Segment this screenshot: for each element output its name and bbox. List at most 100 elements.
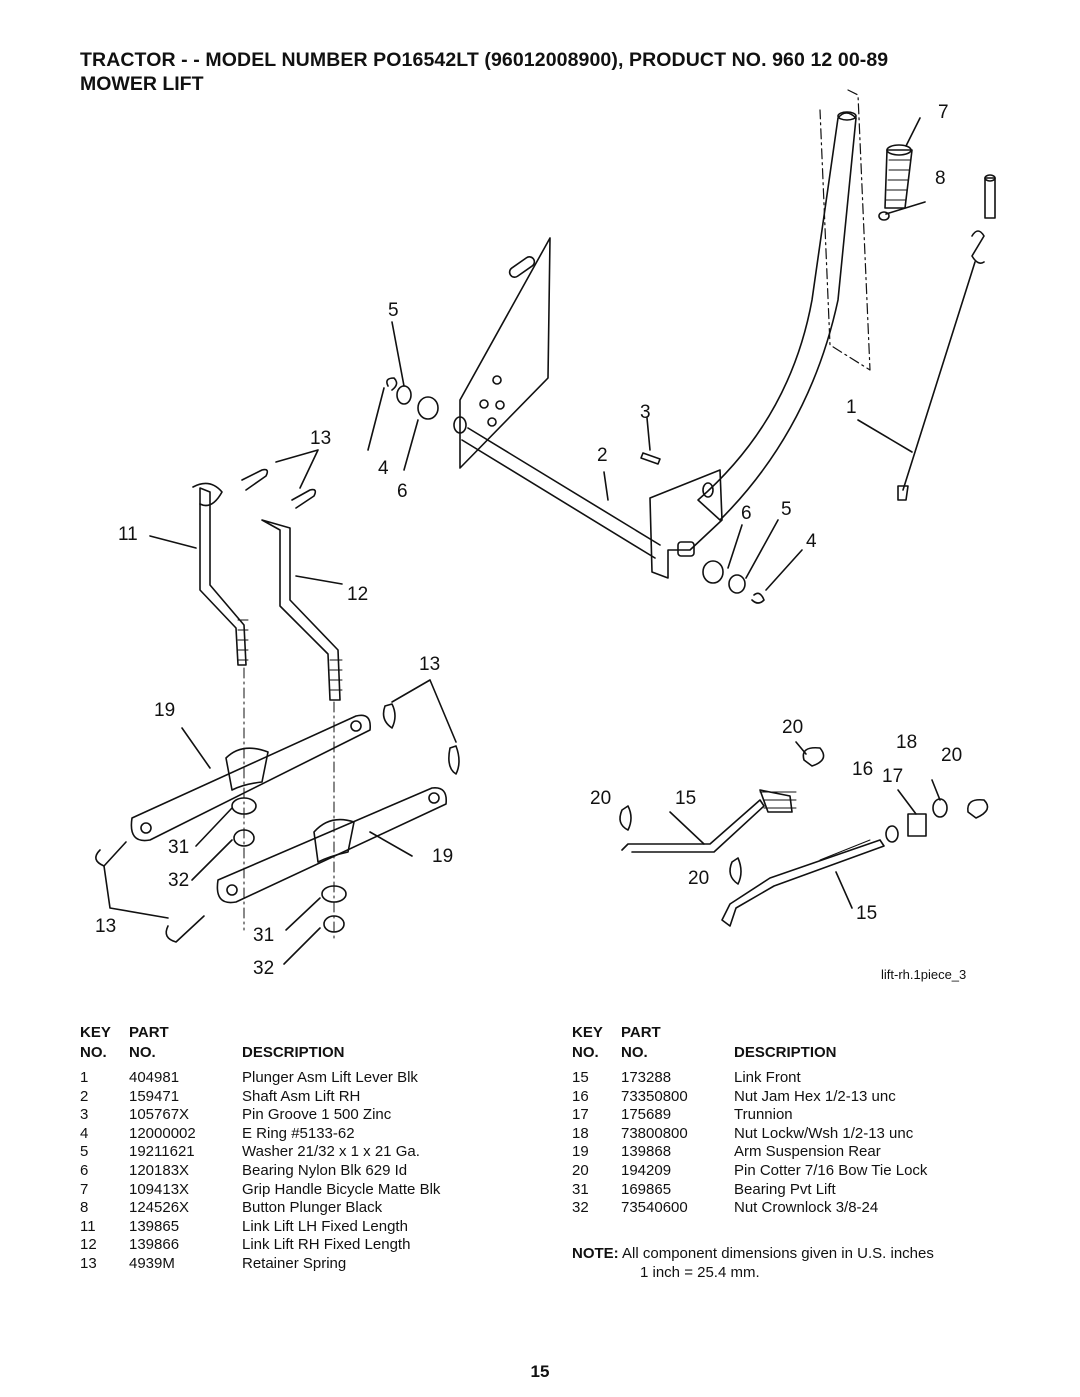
trunnion <box>907 813 927 837</box>
header-no: NO. <box>621 1044 648 1061</box>
part-no: 159471 <box>129 1087 180 1105</box>
part-no: 12000002 <box>129 1124 196 1142</box>
e-ring <box>386 377 398 391</box>
callout-6: 6 <box>397 481 408 502</box>
key-no: 6 <box>80 1161 89 1179</box>
callout-32: 32 <box>168 870 189 891</box>
description: Bearing Nylon Blk 629 Id <box>242 1161 408 1179</box>
header-key: KEY <box>572 1024 603 1041</box>
key-no: 19 <box>572 1143 589 1161</box>
part-no: 169865 <box>621 1180 672 1198</box>
callout-20: 20 <box>688 868 709 889</box>
key-no: 5 <box>80 1143 89 1161</box>
header-no: NO. <box>80 1044 107 1061</box>
plunger-asm <box>897 174 996 501</box>
table-header: KEY PART NO. NO. DESCRIPTION <box>572 1024 1012 1064</box>
key-no: 2 <box>80 1087 89 1105</box>
part-no: 124526X <box>129 1199 190 1217</box>
part-no: 105767X <box>129 1106 190 1124</box>
callout-5: 5 <box>388 300 399 321</box>
retainer-spring <box>241 468 269 491</box>
part-no: 73350800 <box>621 1087 688 1105</box>
note-label: NOTE: <box>572 1245 619 1262</box>
key-no: 4 <box>80 1124 89 1142</box>
part-no: 139866 <box>129 1236 180 1254</box>
description: Trunnion <box>734 1106 793 1124</box>
exploded-parts-diagram: 7 8 5 3 1 13 4 2 6 11 6 5 4 12 13 19 20 … <box>95 89 996 982</box>
mounting-plate <box>459 237 551 469</box>
description: Washer 21/32 x 1 x 21 Ga. <box>242 1143 420 1161</box>
callout-15: 15 <box>856 903 877 924</box>
bearing-pvt-lift <box>231 797 257 815</box>
callout-4: 4 <box>806 531 817 552</box>
table-row: 2 159471 Shaft Asm Lift RH <box>80 1088 520 1107</box>
callout-3: 3 <box>640 402 651 423</box>
callout-5: 5 <box>781 499 792 520</box>
key-no: 16 <box>572 1087 589 1105</box>
part-no: 73800800 <box>621 1124 688 1142</box>
header-description: DESCRIPTION <box>242 1044 345 1061</box>
groove-pin <box>640 452 661 465</box>
description: Retainer Spring <box>242 1254 347 1272</box>
description: Pin Cotter 7/16 Bow Tie Lock <box>734 1161 928 1179</box>
table-row: 6 120183X Bearing Nylon Blk 629 Id <box>80 1162 520 1181</box>
part-no: 120183X <box>129 1161 190 1179</box>
link-lift-rh <box>261 519 341 701</box>
dimension-note: NOTE: All component dimensions given in … <box>572 1245 934 1282</box>
lift-lever <box>697 112 857 521</box>
key-no: 31 <box>572 1180 589 1198</box>
link-front-lower <box>721 839 885 927</box>
table-header: KEY PART NO. NO. DESCRIPTION <box>80 1024 520 1064</box>
description: Grip Handle Bicycle Matte Blk <box>242 1180 441 1198</box>
callout-13: 13 <box>95 916 116 937</box>
key-no: 8 <box>80 1199 89 1217</box>
callout-11: 11 <box>118 524 138 545</box>
part-no: 109413X <box>129 1180 190 1198</box>
washer <box>396 385 412 405</box>
nylon-bearing <box>417 396 439 420</box>
key-no: 13 <box>80 1254 97 1272</box>
lever-bracket <box>649 469 723 579</box>
part-no: 19211621 <box>129 1143 195 1161</box>
note-line2: 1 inch = 25.4 mm. <box>640 1263 760 1281</box>
header-part: PART <box>129 1024 169 1041</box>
header-key: KEY <box>80 1024 111 1041</box>
callout-1: 1 <box>846 397 857 418</box>
part-no: 139868 <box>621 1143 672 1161</box>
key-no: 15 <box>572 1069 589 1086</box>
button-plunger <box>878 211 890 221</box>
key-no: 17 <box>572 1106 589 1124</box>
callout-8: 8 <box>935 168 946 189</box>
link-lift-lh <box>199 487 247 666</box>
description: Plunger Asm Lift Lever Blk <box>242 1069 418 1086</box>
description: Shaft Asm Lift RH <box>242 1087 361 1105</box>
table-row: 5 19211621 Washer 21/32 x 1 x 21 Ga. <box>80 1143 520 1162</box>
callout-31: 31 <box>168 837 189 858</box>
nut-jam-hex <box>885 825 899 843</box>
key-no: 32 <box>572 1199 589 1217</box>
arm-suspension-rear-lower <box>216 787 448 904</box>
section-title: MOWER LIFT <box>80 73 204 95</box>
key-no: 18 <box>572 1124 589 1142</box>
nut-lockw <box>932 798 948 818</box>
callout-20: 20 <box>590 788 611 809</box>
lift-shaft <box>461 427 661 559</box>
key-no: 12 <box>80 1236 97 1254</box>
part-no: 73540600 <box>621 1199 688 1217</box>
callout-7: 7 <box>938 102 949 123</box>
description: Nut Lockw/Wsh 1/2-13 unc <box>734 1124 914 1142</box>
callout-32: 32 <box>253 958 274 979</box>
